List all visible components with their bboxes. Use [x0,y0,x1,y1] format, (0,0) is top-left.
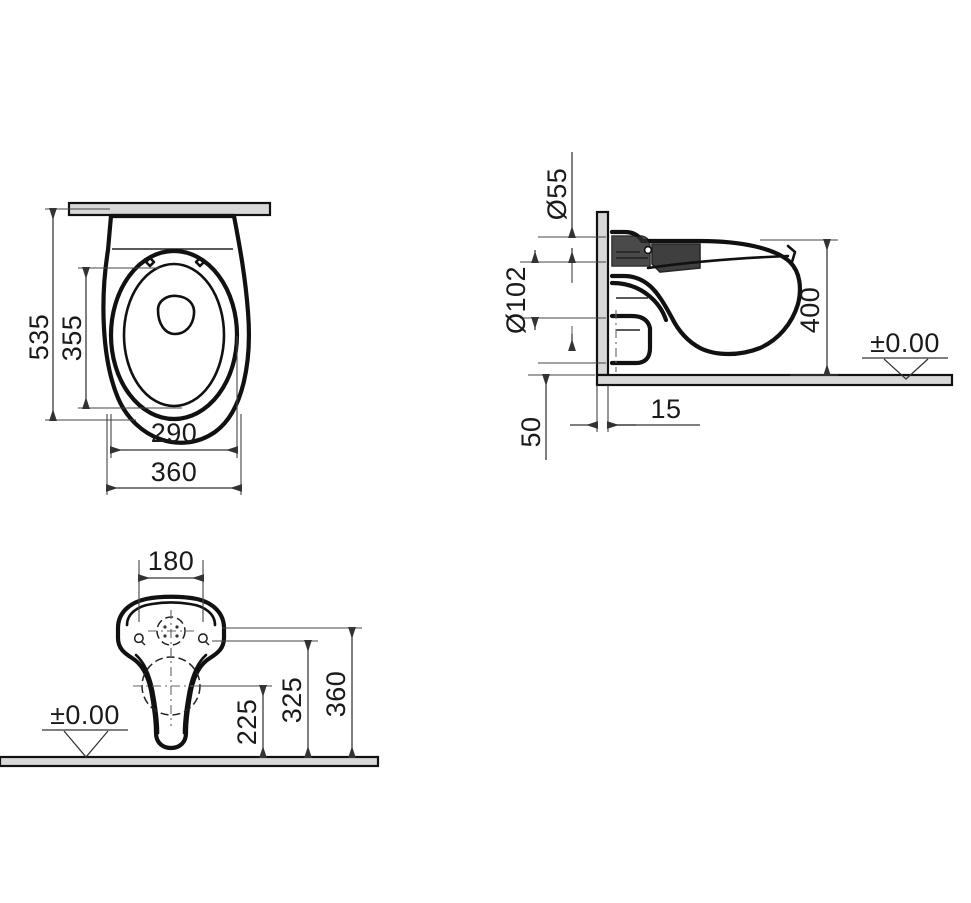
dimension-50: 50 [516,374,595,460]
dimension-360-height: 360 [222,627,362,758]
water-spot-plan [156,294,196,336]
dimension-d102: Ø102 [501,248,606,334]
pan-outline-side [609,229,802,366]
floor-slab-right [595,373,954,387]
datum-marker-left: ±0.00 [42,700,128,758]
dimension-325: 325 [212,640,318,758]
dimension-290: 290 [110,336,238,458]
dimension-355: 355 [57,267,182,409]
view-front-elevation: 180 225 325 360 ±0.00 [0,546,380,768]
dimension-label-535: 535 [24,314,54,361]
internal-ref-lines-side [615,251,648,372]
dimension-label-400: 400 [795,287,825,334]
dimension-label-325: 325 [277,677,307,724]
floor-slab-left [0,755,380,768]
bolt-detail-side [643,245,653,255]
view-top-plan: 535 355 290 360 [24,201,272,495]
dimension-535: 535 [24,208,136,421]
dimension-360-width: 360 [106,414,242,495]
dimension-label-d55: Ø55 [542,168,572,221]
datum-label-right: ±0.00 [870,328,940,358]
dimension-label-180: 180 [148,546,195,576]
dimension-400: 400 [760,239,838,376]
inner-detail-arrow-side [538,326,606,364]
fixing-slot-right [198,633,210,646]
datum-marker-right: ±0.00 [862,328,948,380]
dimension-225: 225 [198,685,272,758]
fixing-slot-left [134,633,146,646]
view-side-section: Ø55 Ø102 400 [501,152,954,460]
dimension-d55: Ø55 [538,152,606,238]
dimension-label-15: 15 [650,394,681,424]
dimension-label-50: 50 [516,416,546,447]
dimension-label-355: 355 [57,315,87,362]
dimension-label-360-height: 360 [321,671,351,718]
dimension-180: 180 [138,546,204,622]
datum-label-left: ±0.00 [50,700,120,730]
dimension-label-225: 225 [232,699,262,746]
dimension-label-360-width: 360 [151,457,198,487]
dimension-label-290: 290 [151,418,198,448]
dimension-15: 15 [570,385,700,432]
seat-ring-plan [108,248,240,422]
pan-outline-front [115,594,227,751]
dimension-label-d102: Ø102 [501,266,531,334]
rim-inner-line-side [646,244,797,270]
